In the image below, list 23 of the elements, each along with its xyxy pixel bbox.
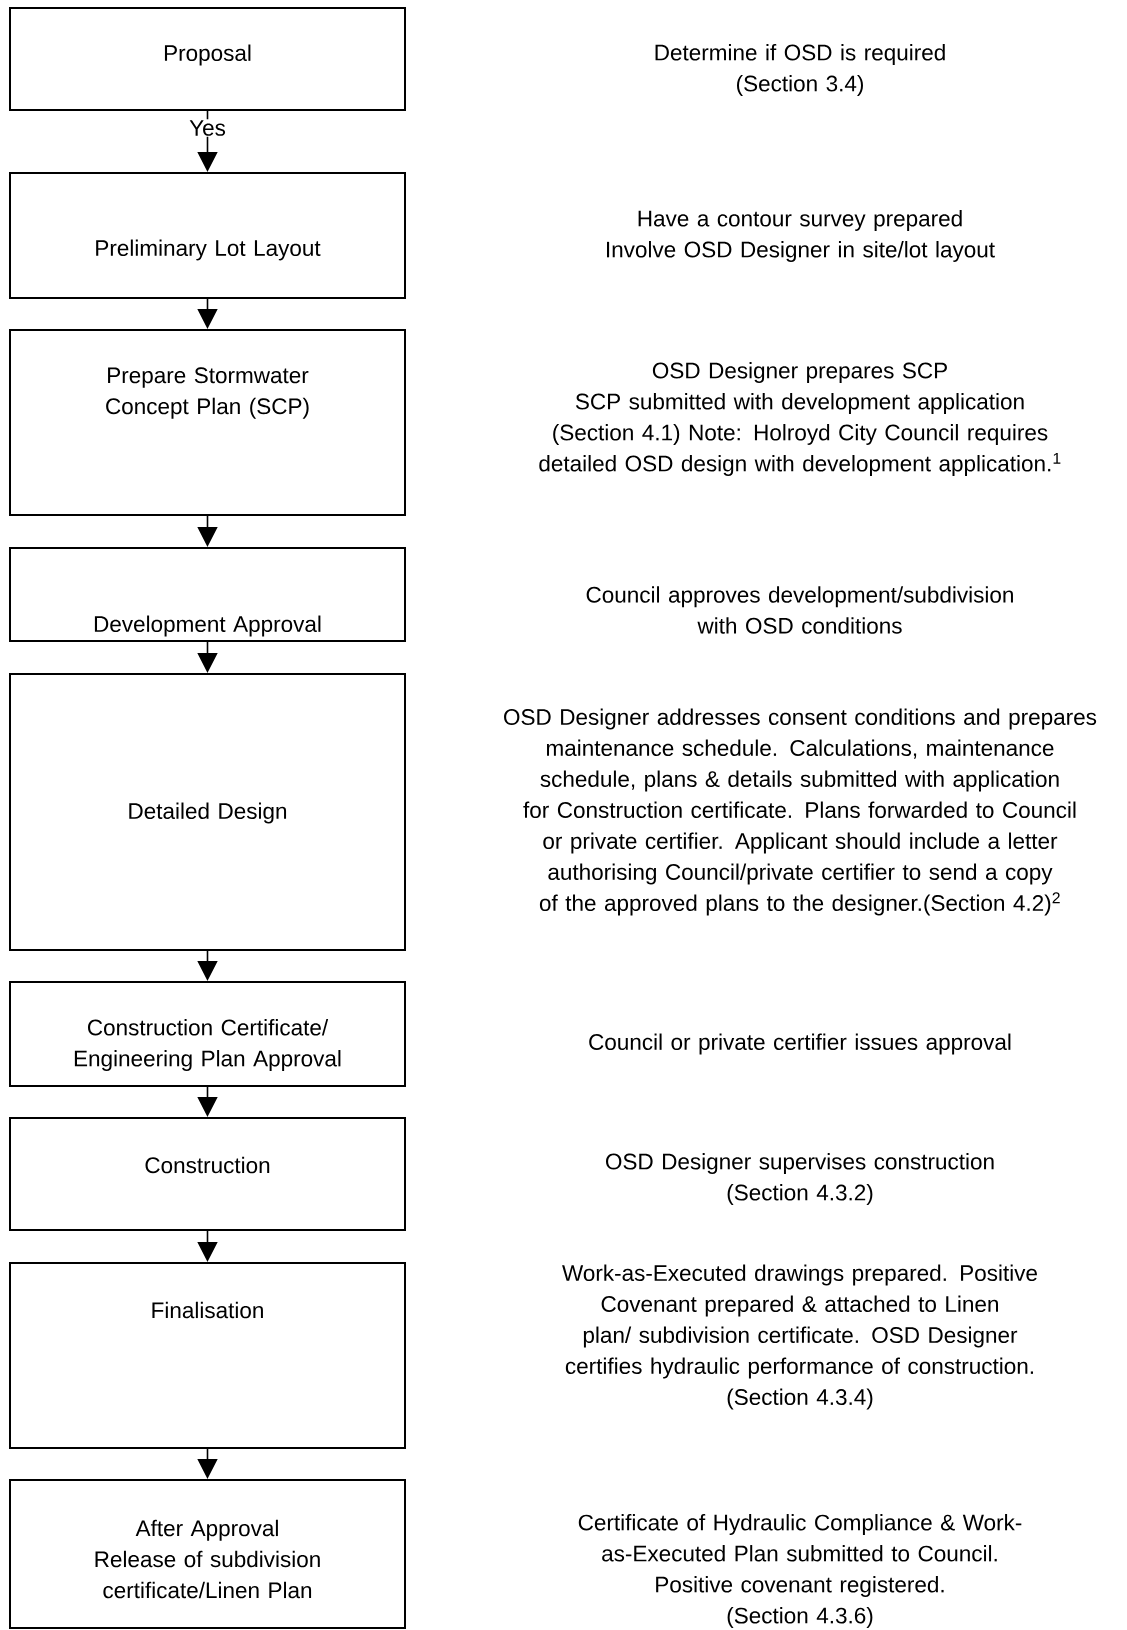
step-description: Work-as-Executed drawings prepared. Positive Covenant prepared & attached to Linen plan/ subdivision certificate. OSD Designer certifies hydraulic performance of construction. (Section 4.3.4) [562, 1264, 1037, 1410]
step-description: OSD Designer addresses consent conditions and prepares maintenance schedule. Calculations, maintenance schedule, plans & details submitted with application for Construction certificate. Plans forwarded to Council or private certifier. Applicant should include a letter authorising Council/private certifier to send a copy of the approved plans to the designer.(Section 4.2)$^{2}$ [504, 708, 1097, 916]
step-description: Council approves development/subdivision with OSD conditions [586, 586, 1013, 634]
arrow [197, 1448, 218, 1479]
step-description: Council or private certifier issues approval [589, 1033, 1011, 1055]
process-box: Construction Certificate/ Engineering Plan Approval [9, 981, 406, 1087]
process-box: Development Approval [9, 547, 406, 642]
step-description: OSD Designer supervises construction (Section 4.3.2) [606, 1153, 994, 1205]
step-description: Certificate of Hydraulic Compliance & Work-as-Executed Plan submitted to Council. Positive covenant registered. (Section 4.3.6) [578, 1514, 1022, 1628]
process-box: Proposal [9, 7, 406, 111]
process-box: Detailed Design [9, 673, 406, 951]
process-box: Construction [9, 1117, 406, 1231]
step-description: OSD Designer prepares SCP SCP submitted with development application (Section 4.1) Note: Holroyd City Council requires detailed OSD design with development application.$^{1}$ [539, 362, 1061, 476]
arrow [197, 1230, 218, 1262]
arrow [197, 1086, 218, 1117]
process-box: After Approval Release of subdivision certificate/Linen Plan [9, 1479, 406, 1629]
edge-label: Yes [189, 120, 226, 136]
process-box: Finalisation [9, 1262, 406, 1449]
step-description: Have a contour survey prepared Involve OSD Designer in site/lot layout [607, 210, 995, 262]
process-box: Prepare Stormwater Concept Plan (SCP) [9, 329, 406, 516]
step-description: Determine if OSD is required (Section 3.4) [655, 44, 945, 96]
arrow [197, 298, 218, 329]
process-box: Preliminary Lot Layout [9, 172, 406, 299]
